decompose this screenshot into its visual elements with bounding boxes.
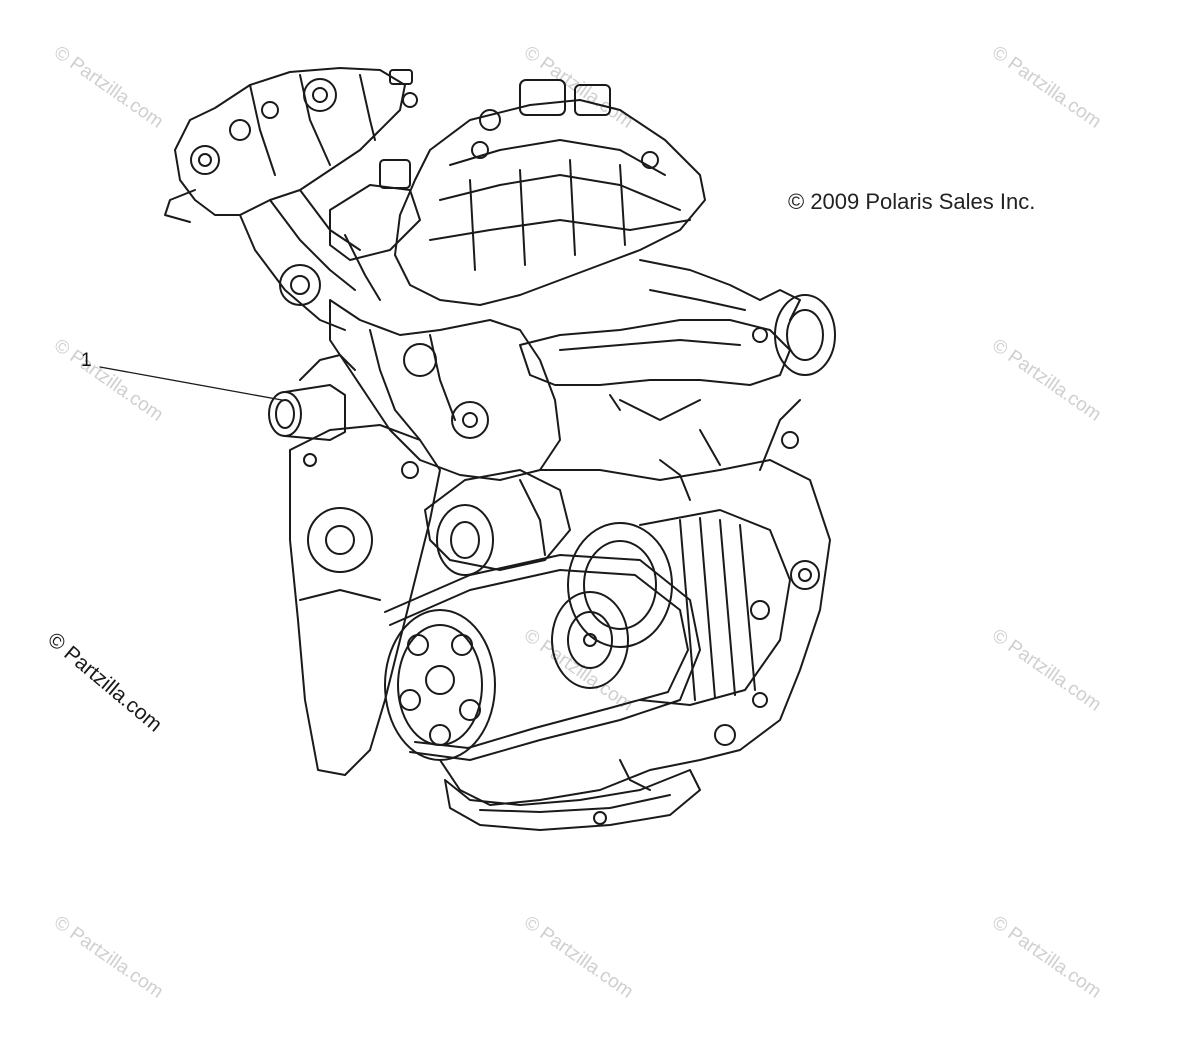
water-pump[interactable] xyxy=(424,469,571,576)
oil-pan[interactable] xyxy=(444,769,701,831)
cylinder-block[interactable] xyxy=(329,299,561,481)
coolant-pipe[interactable] xyxy=(519,259,836,421)
alternator[interactable] xyxy=(567,509,791,706)
callout-number-1[interactable]: 1 xyxy=(81,350,92,371)
coolant-outlet[interactable] xyxy=(774,294,836,376)
intake-runners[interactable] xyxy=(239,189,361,331)
throttle-bodies[interactable] xyxy=(164,67,418,223)
ignition-coil[interactable] xyxy=(329,159,421,301)
hose-fitting[interactable] xyxy=(268,354,356,441)
valve-cover[interactable] xyxy=(394,79,706,306)
coil-connector[interactable] xyxy=(519,79,566,116)
callout-leader-line xyxy=(99,366,283,401)
drive-belt[interactable] xyxy=(384,554,701,761)
copyright-text: © 2009 Polaris Sales Inc. xyxy=(788,189,1036,214)
sensor-fittings[interactable] xyxy=(609,289,801,501)
idler-pulley[interactable] xyxy=(551,591,629,689)
crankcase[interactable] xyxy=(439,399,831,806)
oil-filter-cap[interactable] xyxy=(790,560,820,590)
crank-pulley[interactable] xyxy=(384,609,496,761)
side-cover[interactable] xyxy=(289,424,441,776)
